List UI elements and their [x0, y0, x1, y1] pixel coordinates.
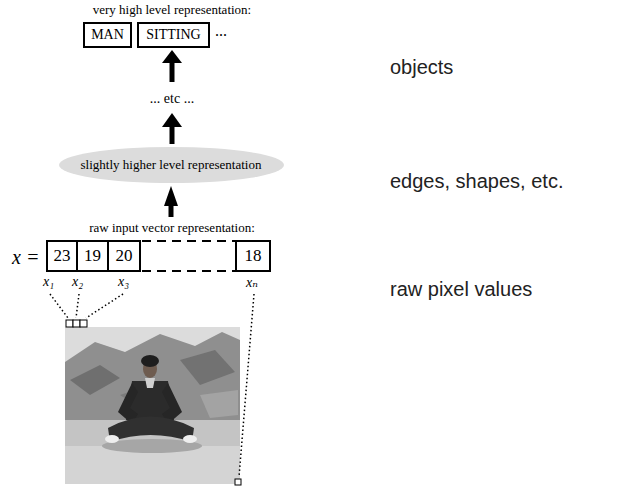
concept-box: SITTING	[137, 22, 210, 48]
leader-lines	[50, 294, 254, 477]
level-description: raw pixel values	[390, 278, 532, 301]
ellipsis: ...	[215, 22, 227, 40]
pixel-squares	[66, 320, 241, 485]
vector-symbol: x =	[12, 242, 39, 272]
up-arrow	[162, 50, 182, 82]
level-description: edges, shapes, etc.	[390, 170, 563, 193]
pixel-value: 23	[54, 246, 71, 266]
component-label: x₂	[72, 274, 83, 290]
input-vector: raw input vector representation: x = 23 19 2…	[10, 220, 334, 276]
pixel-value: 19	[84, 246, 101, 266]
representation-ellipse: slightly higher level representation	[59, 147, 284, 183]
level-heading: very high level representation:	[93, 2, 251, 18]
level-text: ... etc ...	[150, 91, 194, 107]
node-text: SITTING	[146, 27, 200, 43]
photo	[65, 327, 240, 484]
component-label: x₁	[43, 274, 54, 290]
vector-cell: 23	[46, 240, 78, 272]
ellipse-shape	[59, 147, 284, 183]
up-arrow	[162, 113, 182, 144]
vector-heading: raw input vector representation:	[10, 220, 334, 236]
node-text: MAN	[91, 27, 124, 43]
vector-cell: 18	[235, 240, 271, 272]
up-arrow	[169, 198, 174, 217]
concept-box: MAN	[83, 22, 132, 48]
pixel-value: 20	[116, 246, 133, 266]
vector-dashed-gap	[142, 241, 235, 271]
pixel-value: 18	[245, 246, 262, 266]
vector-cell: 19	[76, 240, 109, 272]
level-description: objects	[390, 56, 453, 79]
vector-cell: 20	[107, 240, 141, 272]
component-label: x₃	[118, 274, 129, 290]
component-label: xₙ	[246, 274, 258, 291]
node-text: slightly higher level representation	[81, 157, 262, 173]
